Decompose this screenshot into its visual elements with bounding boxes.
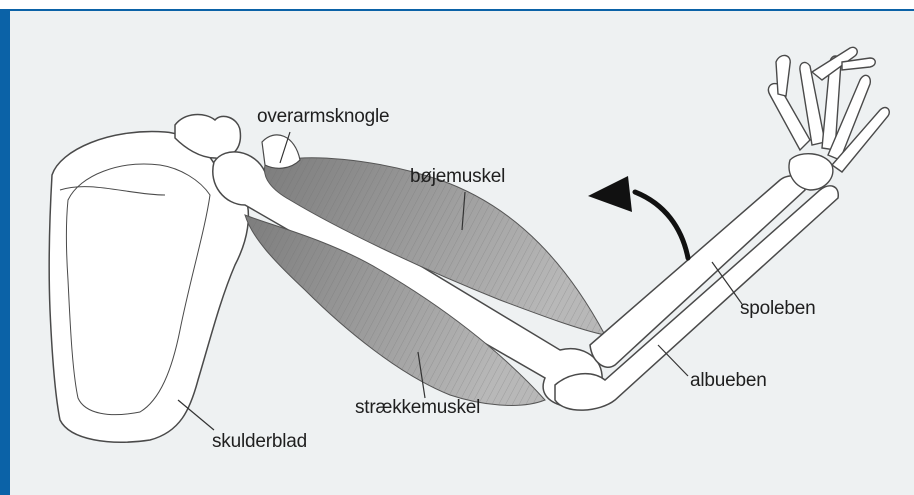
label-ulna: albueben	[690, 371, 767, 390]
curved-arrow-up-left-icon	[588, 176, 688, 258]
label-shoulder-blade: skulderblad	[212, 432, 307, 451]
label-flexor-muscle: bøjemuskel	[410, 167, 505, 186]
hand-bones	[768, 47, 889, 190]
label-upper-arm-bone: overarmsknogle	[257, 107, 389, 126]
label-extensor-muscle: strækkemuskel	[355, 398, 480, 417]
label-radius: spoleben	[740, 299, 816, 318]
